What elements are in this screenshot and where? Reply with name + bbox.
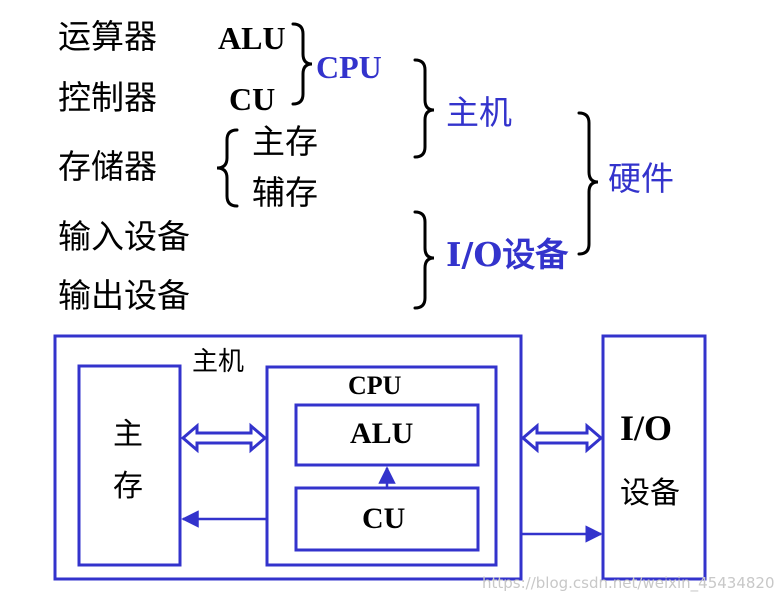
cu-label: CU bbox=[229, 81, 276, 117]
cpu-brace bbox=[291, 22, 313, 106]
input-device-label: 输入设备 bbox=[58, 217, 190, 256]
output-device-label: 输出设备 bbox=[58, 276, 190, 315]
watermark: https://blog.csdn.net/weixin_45434820 bbox=[482, 574, 775, 592]
alu-chinese-label: 运算器 bbox=[58, 17, 157, 56]
main-memory-box bbox=[77, 364, 182, 567]
io-box-subtitle: 设备 bbox=[620, 476, 680, 511]
alu-box-label: ALU bbox=[350, 417, 414, 450]
host-group-label: 主机 bbox=[446, 93, 512, 132]
cu-chinese-label: 控制器 bbox=[58, 78, 157, 117]
aux-memory-label: 辅存 bbox=[252, 173, 318, 212]
main-memory-char-1: 主 bbox=[113, 417, 143, 452]
alu-label: ALU bbox=[218, 20, 286, 56]
memory-brace bbox=[216, 128, 239, 208]
alu-box bbox=[294, 403, 480, 467]
cu-box-label: CU bbox=[362, 502, 406, 535]
io-box-title: I/O bbox=[620, 408, 673, 448]
memory-cpu-bus-arrow bbox=[180, 422, 268, 454]
io-group-label: I/O设备 bbox=[446, 235, 569, 274]
io-box bbox=[601, 334, 707, 581]
cpu-box-label: CPU bbox=[348, 371, 402, 400]
host-box-label: 主机 bbox=[192, 347, 245, 377]
hardware-brace bbox=[577, 111, 599, 256]
host-box bbox=[53, 334, 523, 581]
io-brace bbox=[413, 210, 435, 310]
main-memory-label: 主存 bbox=[252, 122, 318, 161]
cu-box bbox=[294, 486, 480, 552]
main-memory-char-2: 存 bbox=[113, 469, 143, 504]
hardware-group-label: 硬件 bbox=[608, 159, 674, 198]
memory-label: 存储器 bbox=[58, 147, 157, 186]
cpu-box bbox=[265, 365, 498, 567]
host-brace bbox=[413, 58, 435, 159]
cpu-group-label: CPU bbox=[316, 49, 382, 85]
host-io-bus-arrow bbox=[520, 422, 604, 454]
